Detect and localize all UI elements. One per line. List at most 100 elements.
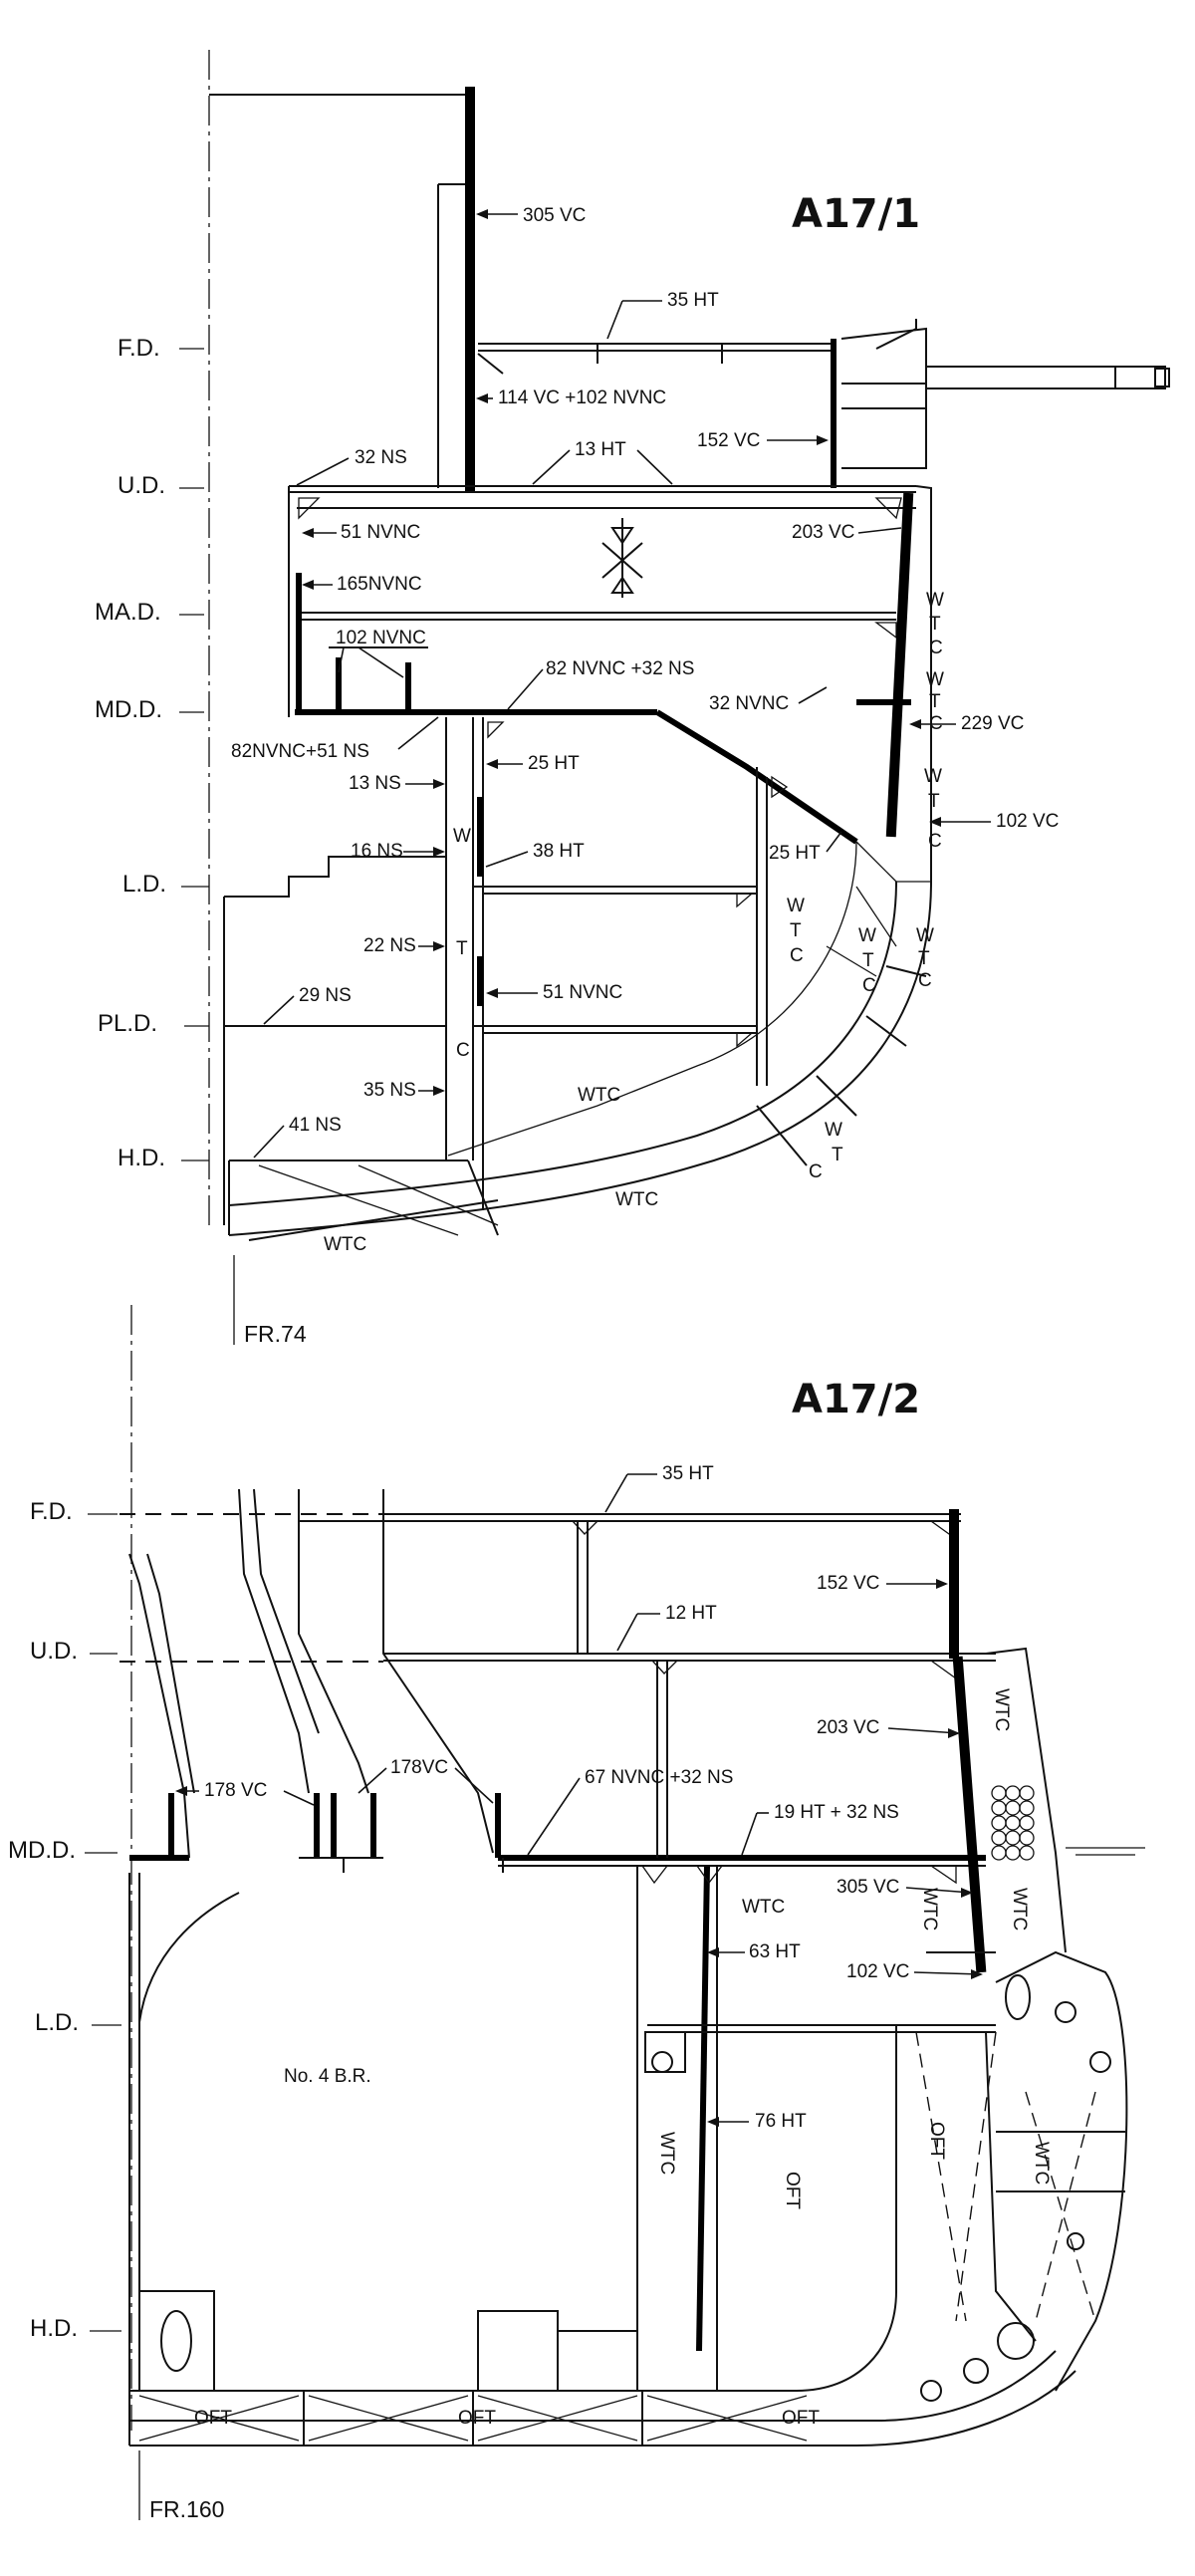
- deck-fd: F.D.: [118, 335, 160, 362]
- compartment-marks-a17-1: WTC W T C W T C W T C W T C W T C W T C …: [324, 590, 944, 1255]
- boiler-room-outline: [138, 1892, 240, 2023]
- frame-label-fr160: FR.160: [149, 2496, 224, 2522]
- svg-text:T: T: [918, 948, 930, 969]
- deck2-ud: U.D.: [30, 1638, 78, 1665]
- side-armor-229vc: [885, 492, 914, 838]
- superstructure-a17-1: [209, 87, 1170, 493]
- lower-structure-a17-1: [223, 717, 789, 1225]
- svg-text:C: C: [929, 713, 943, 734]
- labels-a17-1: 305 VC 35 HT 114 VC +102 NVNC 152 VC 32 …: [231, 205, 1059, 1159]
- room-oft-3: OFT: [782, 2408, 820, 2429]
- room-wtc-vert-3: WTC: [919, 1888, 940, 1931]
- svg-text:T: T: [862, 950, 874, 971]
- label-152vc: 152 VC: [697, 430, 760, 451]
- deck-ud: U.D.: [118, 472, 165, 499]
- section-a17-2: A17/2 FR.160 F.D. U.D. MD.D. L.D. H.D.: [8, 1305, 1145, 2522]
- label-35ns: 35 NS: [363, 1080, 416, 1101]
- room-wtc-vert-2: WTC: [991, 1688, 1012, 1731]
- svg-text:C: C: [929, 638, 943, 658]
- label2-19ht: 19 HT + 32 NS: [774, 1802, 899, 1823]
- label2-63ht: 63 HT: [749, 1941, 801, 1962]
- label-25ht-2: 25 HT: [769, 843, 821, 864]
- deck2-hd: H.D.: [30, 2315, 78, 2342]
- label-51nvnc: 51 NVNC: [341, 522, 420, 543]
- label-38ht: 38 HT: [533, 841, 585, 862]
- label-41ns: 41 NS: [289, 1115, 342, 1136]
- section-a17-1: A17/1 FR.74 F.D. U.D. MA.D. MD.D. L.D. P…: [95, 50, 1170, 1347]
- label-165nvnc: 165NVNC: [337, 574, 422, 595]
- svg-text:W: W: [926, 590, 944, 611]
- svg-text:T: T: [790, 920, 802, 941]
- room-no4-boiler: No. 4 B.R.: [284, 2066, 371, 2087]
- deck-ld: L.D.: [122, 871, 166, 898]
- label-114vc: 114 VC +102 NVNC: [498, 387, 666, 408]
- svg-text:W: W: [825, 1120, 842, 1141]
- label-25ht: 25 HT: [528, 753, 580, 774]
- deck2-mdd: MD.D.: [8, 1837, 76, 1864]
- svg-text:C: C: [862, 975, 876, 996]
- label-82nvnc-32ns: 82 NVNC +32 NS: [546, 658, 694, 679]
- svg-text:C: C: [918, 970, 932, 991]
- deck-hd: H.D.: [118, 1145, 165, 1171]
- svg-text:T: T: [929, 691, 941, 712]
- compartments-a17-2: No. 4 B.R. WTC OFT OFT OFT OFT OFT WTC W…: [194, 1688, 1052, 2429]
- magazine-stowage: [991, 1785, 1035, 1861]
- label-35ht: 35 HT: [667, 290, 719, 311]
- svg-text:W: W: [924, 766, 942, 787]
- section-title-a17-1: A17/1: [792, 191, 920, 237]
- label-229vc: 229 VC: [961, 713, 1024, 734]
- side-armor-203-305vc: [952, 1656, 987, 1973]
- casings-a17-2: [128, 1488, 504, 1873]
- deck-pld: PL.D.: [98, 1010, 157, 1037]
- svg-text:W: W: [916, 925, 934, 946]
- svg-text:W: W: [787, 896, 805, 916]
- label-32ns: 32 NS: [355, 447, 407, 468]
- deck2-fd: F.D.: [30, 1498, 73, 1525]
- deck2-ld: L.D.: [35, 2009, 79, 2036]
- label2-102vc: 102 VC: [846, 1961, 909, 1982]
- svg-text:T: T: [928, 791, 940, 812]
- label2-76ht: 76 HT: [755, 2111, 807, 2132]
- label-305vc: 305 VC: [523, 205, 586, 226]
- svg-text:WTC: WTC: [615, 1189, 658, 1210]
- section-title-a17-2: A17/2: [792, 1377, 920, 1422]
- labels-a17-2: 35 HT 152 VC 12 HT 203 VC 178 VC 178VC 6…: [175, 1463, 983, 2132]
- svg-text:T: T: [832, 1145, 843, 1165]
- label-13ns: 13 NS: [349, 773, 401, 794]
- label-102vc: 102 VC: [996, 811, 1059, 832]
- svg-text:W: W: [453, 826, 471, 847]
- frame-label-fr74: FR.74: [244, 1321, 307, 1347]
- decks-a17-1: [288, 485, 916, 845]
- deck-mad: MA.D.: [95, 599, 161, 626]
- label-29ns: 29 NS: [299, 985, 352, 1006]
- svg-text:W: W: [926, 669, 944, 690]
- deck-labels-a17-1: F.D. U.D. MA.D. MD.D. L.D. PL.D. H.D.: [95, 335, 209, 1171]
- room-oft-5: OFT: [926, 2122, 947, 2160]
- svg-text:C: C: [809, 1161, 823, 1182]
- hull-shell-a17-2: [128, 1509, 1145, 2447]
- svg-text:WTC: WTC: [324, 1234, 366, 1255]
- room-wtc-main: WTC: [578, 1085, 620, 1106]
- deck-mdd: MD.D.: [95, 696, 162, 723]
- label2-152vc: 152 VC: [817, 1573, 879, 1594]
- label2-35ht: 35 HT: [662, 1463, 714, 1484]
- label2-67nvnc: 67 NVNC +32 NS: [585, 1767, 733, 1788]
- room-wtc-vert-1: WTC: [656, 2132, 677, 2175]
- label2-305vc: 305 VC: [836, 1877, 899, 1898]
- label-32nvnc: 32 NVNC: [709, 693, 789, 714]
- room-wtc-vert-4: WTC: [1009, 1888, 1030, 1931]
- svg-text:C: C: [456, 1040, 470, 1061]
- room-oft-4: OFT: [782, 2172, 803, 2209]
- room-wtc-2: WTC: [742, 1897, 785, 1918]
- label2-178vc-b: 178VC: [390, 1757, 448, 1778]
- label2-12ht: 12 HT: [665, 1603, 717, 1624]
- label2-203vc: 203 VC: [817, 1717, 879, 1738]
- room-oft-1: OFT: [194, 2408, 232, 2429]
- svg-text:T: T: [456, 938, 468, 959]
- label-82nvnc-51ns: 82NVNC+51 NS: [231, 741, 369, 762]
- label-13ht: 13 HT: [575, 439, 626, 460]
- room-wtc-vert-5: WTC: [1031, 2142, 1052, 2185]
- label-102nvnc: 102 NVNC: [336, 628, 426, 648]
- label-16ns: 16 NS: [351, 841, 403, 862]
